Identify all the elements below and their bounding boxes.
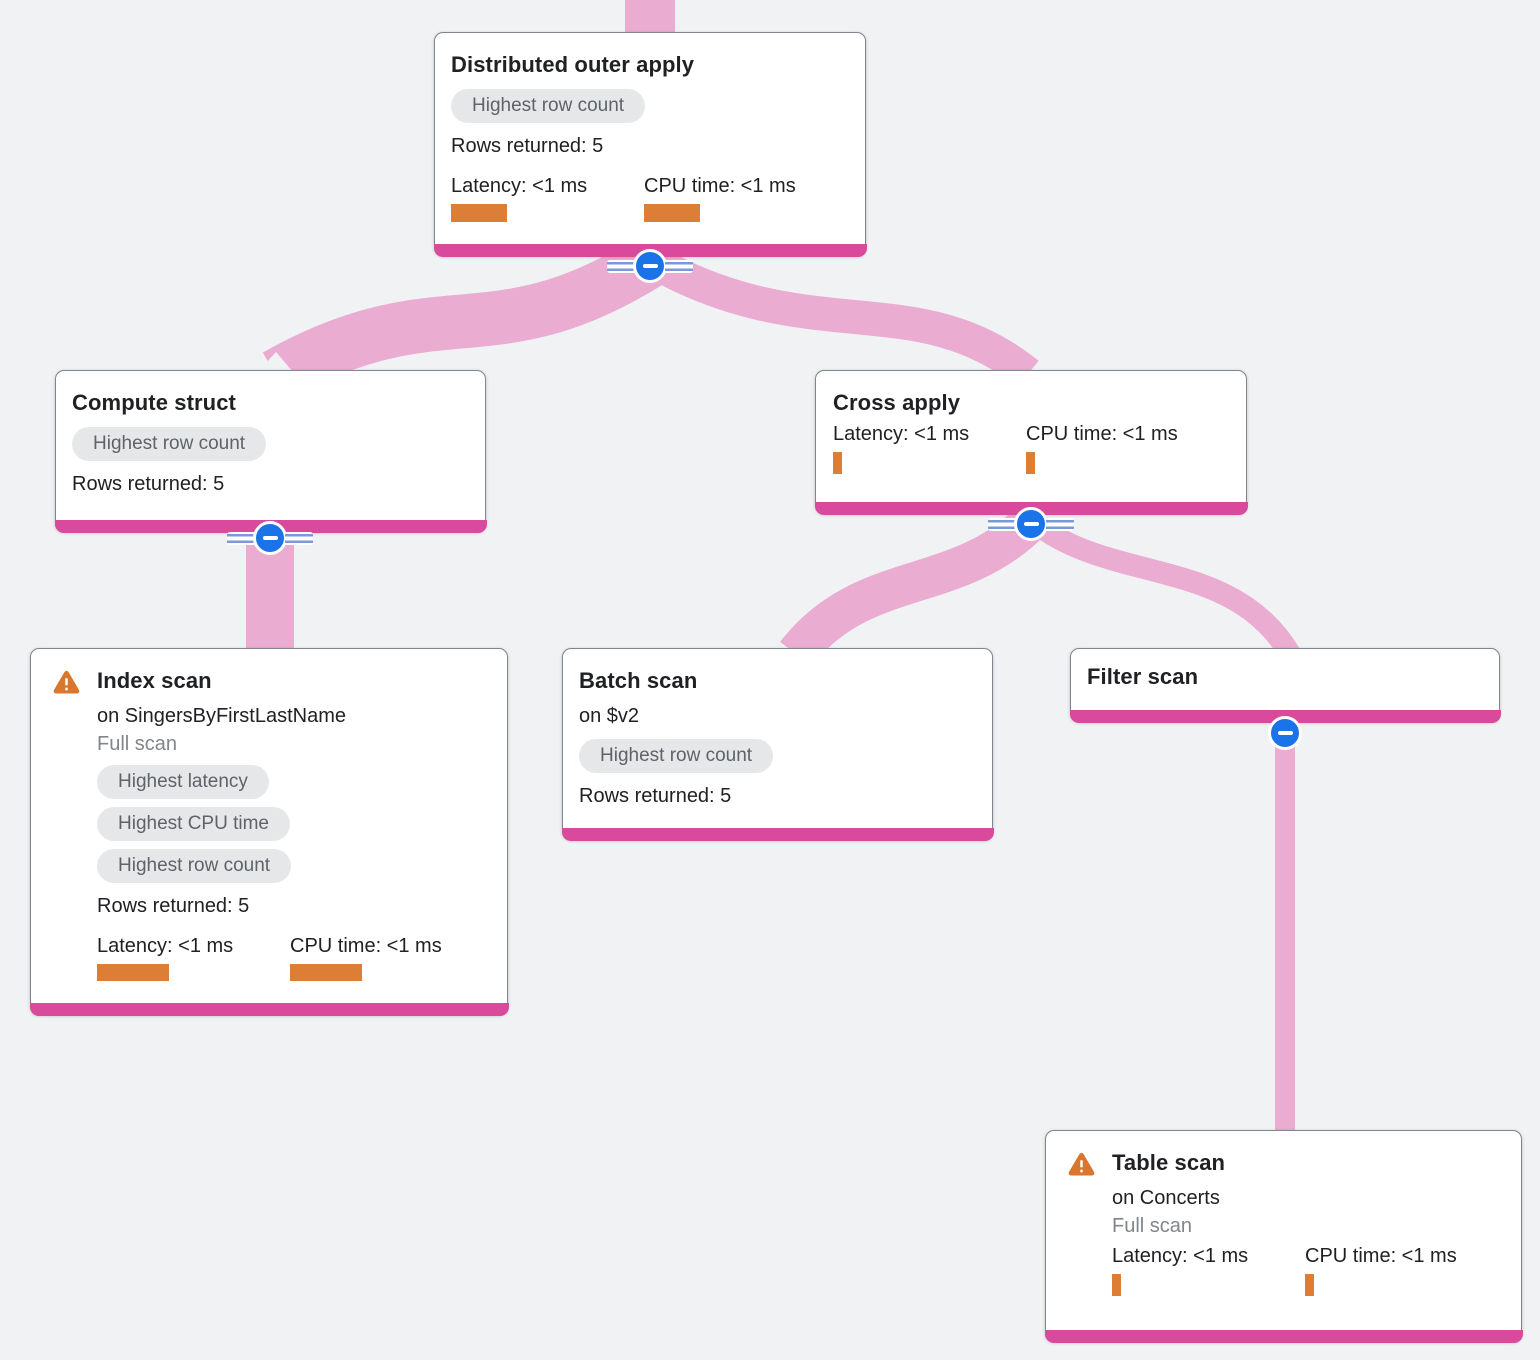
node-compute-struct[interactable]: Compute struct Highest row count Rows re… [54,370,487,533]
latency-metric: Latency: <1 ms [1112,1243,1305,1296]
cpu-time-bar [1305,1274,1314,1296]
node-index-scan[interactable]: Index scan on SingersByFirstLastName Ful… [29,648,509,1016]
metrics-row: Latency: <1 ms CPU time: <1 ms [833,421,1226,474]
rows-returned: Rows returned: 5 [72,473,225,495]
edge-track-right [1046,517,1074,531]
collapse-button-distributed-outer-apply[interactable] [607,249,693,283]
collapse-button-compute-struct[interactable] [227,521,313,555]
rows-returned: Rows returned: 5 [97,895,250,917]
edge-cross-apply-to-filter-scan [1027,513,1300,660]
node-title: Distributed outer apply [451,52,695,77]
node-subtitle: on $v2 [579,705,640,727]
node-batch-scan[interactable]: Batch scan on $v2 Highest row count Rows… [561,648,994,841]
cpu-time-bar [290,964,362,981]
cpu-time-label: CPU time: <1 ms [1026,423,1178,445]
edge-track-left [607,259,635,273]
metrics-row: Latency: <1 ms CPU time: <1 ms [451,173,845,222]
node-subtitle: on SingersByFirstLastName [97,705,346,727]
cpu-time-metric: CPU time: <1 ms [1305,1243,1457,1296]
node-content: Index scan on SingersByFirstLastName Ful… [97,667,487,1002]
badge-highest-latency: Highest latency [97,765,269,799]
scan-type-label: Full scan [97,733,178,755]
latency-metric: Latency: <1 ms [833,421,1026,474]
edge-track-right [665,259,693,273]
edge-cross-apply-to-batch-scan [780,507,1045,667]
cpu-time-metric: CPU time: <1 ms [644,173,796,222]
node-accent-bar [1044,1329,1523,1343]
badge-highest-row-count: Highest row count [451,89,646,123]
cpu-time-metric: CPU time: <1 ms [290,933,442,981]
badge-highest-cpu-time: Highest CPU time [97,807,290,841]
latency-bar [451,204,507,222]
node-table-scan[interactable]: Table scan on Concerts Full scan Latency… [1044,1130,1523,1343]
metrics-row: Latency: <1 ms CPU time: <1 ms [97,933,487,981]
node-title: Batch scan [579,668,698,693]
edge-track-left [227,531,255,545]
warning-icon [1068,1152,1095,1176]
warning-icon [53,670,80,694]
collapse-button-filter-scan[interactable] [1268,716,1302,750]
latency-bar [833,452,842,474]
node-title: Compute struct [72,390,236,415]
metrics-row: Latency: <1 ms CPU time: <1 ms [1112,1243,1501,1296]
node-cross-apply[interactable]: Cross apply Latency: <1 ms CPU time: <1 … [814,370,1248,515]
scan-type-label: Full scan [1112,1215,1193,1237]
latency-label: Latency: <1 ms [451,175,588,197]
badge-highest-row-count: Highest row count [97,849,292,883]
latency-metric: Latency: <1 ms [97,933,290,981]
edge-track-right [285,531,313,545]
latency-bar [1112,1274,1121,1296]
rows-returned: Rows returned: 5 [451,135,604,157]
cpu-time-label: CPU time: <1 ms [1305,1245,1457,1267]
node-title: Table scan [1112,1150,1226,1175]
edge-track-left [988,517,1016,531]
node-content: Table scan on Concerts Full scan Latency… [1112,1149,1501,1329]
latency-metric: Latency: <1 ms [451,173,644,222]
latency-label: Latency: <1 ms [833,423,970,445]
edge-root-to-cross-apply [645,247,1039,388]
collapse-button-cross-apply[interactable] [988,507,1074,541]
rows-returned: Rows returned: 5 [579,785,732,807]
node-subtitle: on Concerts [1112,1187,1220,1209]
node-title: Index scan [97,668,212,693]
cpu-time-bar [1026,452,1035,474]
latency-label: Latency: <1 ms [97,935,234,957]
latency-bar [97,964,169,981]
collapse-minus-icon[interactable] [1014,507,1048,541]
cpu-time-label: CPU time: <1 ms [290,935,442,957]
badge-column: Highest latency Highest CPU time Highest… [97,765,487,883]
node-title: Filter scan [1087,664,1199,689]
edge-root-to-compute-struct [262,239,663,400]
cpu-time-metric: CPU time: <1 ms [1026,421,1178,474]
collapse-minus-icon[interactable] [633,249,667,283]
badge-highest-row-count: Highest row count [579,739,774,773]
node-accent-bar [561,827,994,841]
node-filter-scan[interactable]: Filter scan [1069,648,1501,723]
node-title: Cross apply [833,390,961,415]
collapse-minus-icon[interactable] [1268,716,1302,750]
cpu-time-label: CPU time: <1 ms [644,175,796,197]
node-accent-bar [29,1002,509,1016]
latency-label: Latency: <1 ms [1112,1245,1249,1267]
node-distributed-outer-apply[interactable]: Distributed outer apply Highest row coun… [433,32,867,257]
badge-highest-row-count: Highest row count [72,427,267,461]
collapse-minus-icon[interactable] [253,521,287,555]
cpu-time-bar [644,204,700,222]
